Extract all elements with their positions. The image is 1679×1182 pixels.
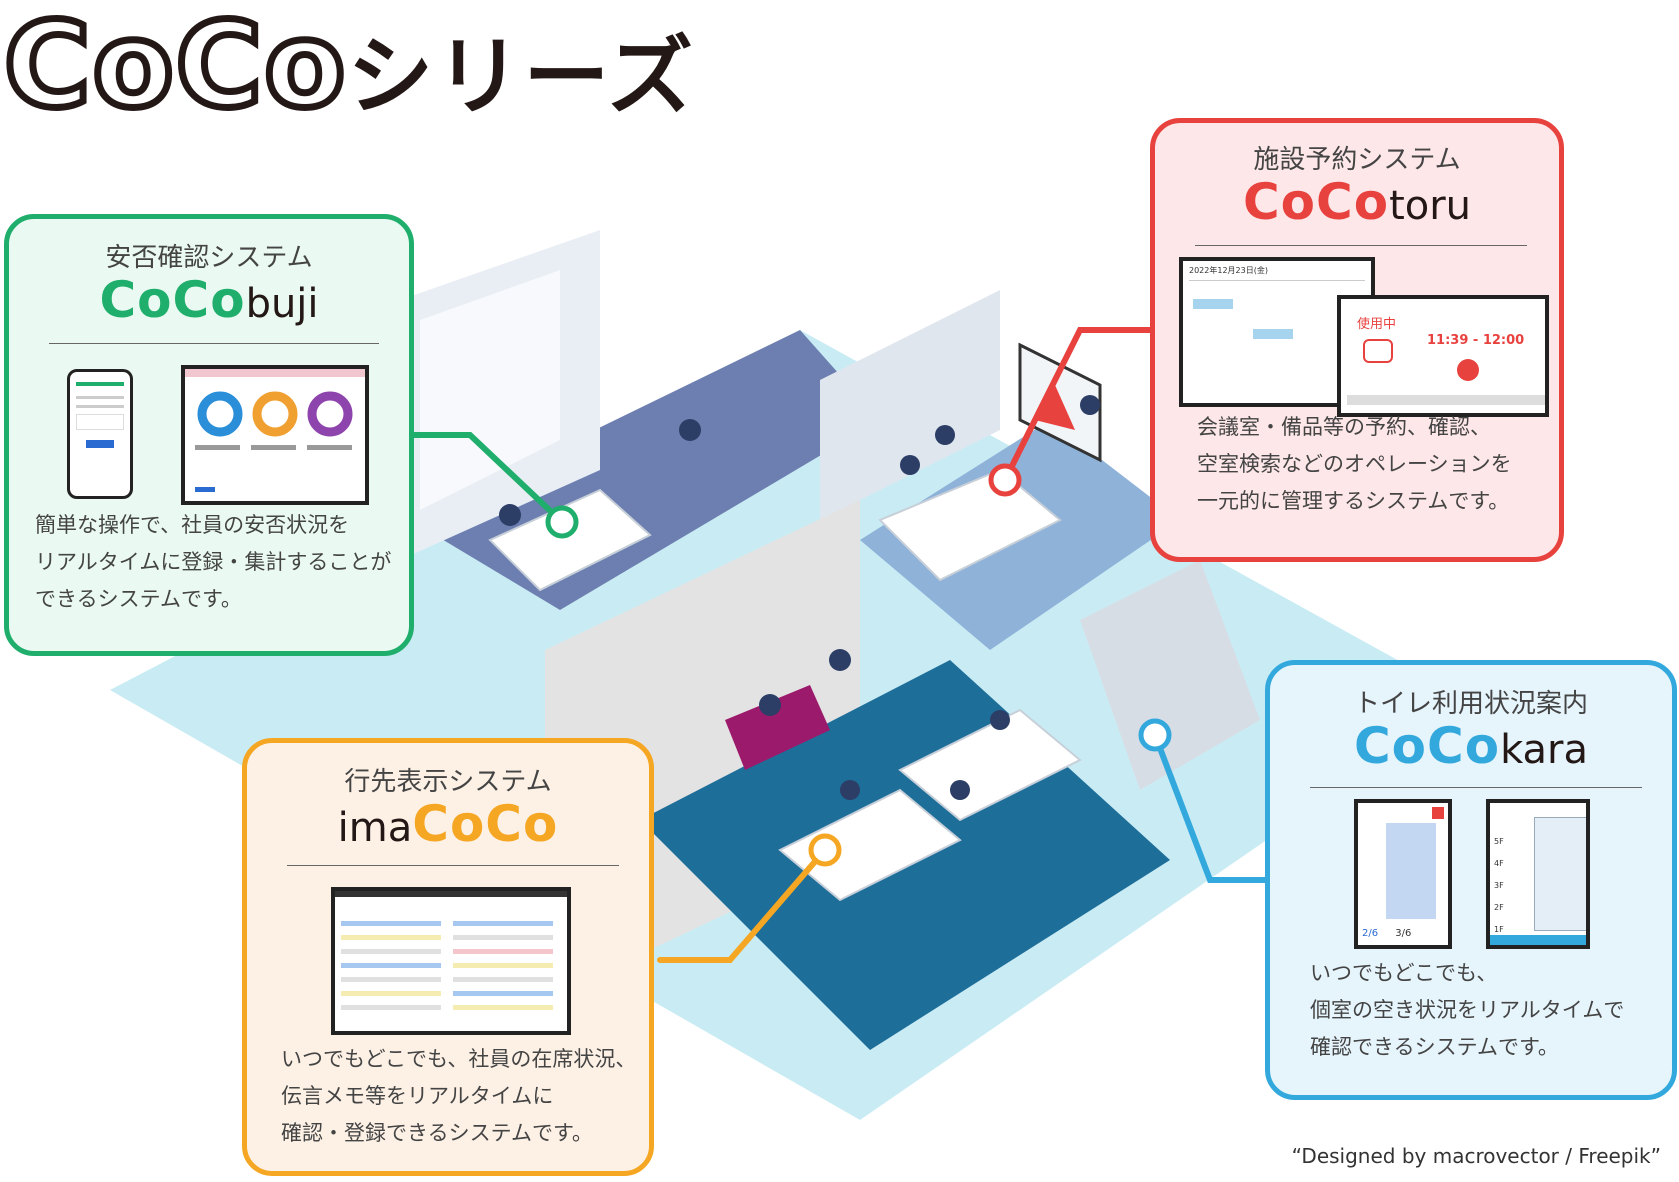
- card-imacoco-divider: [287, 865, 619, 866]
- desc-line: リアルタイムに登録・集計することが: [35, 550, 392, 574]
- floor-label: 3F: [1494, 881, 1504, 890]
- toru-end-button[interactable]: [1457, 359, 1479, 381]
- kara-floor-screenshot: 5F 4F 3F 2F 1F: [1486, 799, 1590, 949]
- kara-count-a: 2/6: [1362, 928, 1379, 939]
- brand-coco: CoCo: [1353, 717, 1501, 775]
- coco-series-logo: CoCoシリーズ: [0, 3, 696, 131]
- card-kara-title: トイレ利用状況案内: [1353, 689, 1588, 719]
- kara-count-b: 3/6: [1395, 928, 1412, 939]
- room-restroom: [1080, 560, 1260, 790]
- card-imacoco-brand: imaCoCo: [247, 795, 649, 853]
- hotspot-toru: [988, 463, 1022, 497]
- toru-status-label: 使用中: [1357, 317, 1397, 332]
- desks: [488, 468, 1082, 902]
- desc-line: 一元的に管理するシステムです。: [1197, 489, 1510, 513]
- connector-buji: [407, 432, 563, 523]
- card-coco-toru: 施設予約システム CoCotoru 2022年12月23日(金) 使用中 11:…: [1150, 118, 1564, 562]
- brand-coco: CoCo: [1242, 173, 1390, 231]
- brand-suffix: buji: [245, 281, 319, 327]
- desc-line: 確認できるシステムです。: [1310, 1035, 1559, 1059]
- card-imacoco-title: 行先表示システム: [344, 767, 552, 797]
- desc-line: いつでもどこでも、: [1310, 961, 1498, 985]
- desc-line: 個室の空き状況をリアルタイムで: [1310, 998, 1625, 1022]
- card-toru-description: 会議室・備品等の予約、確認、 空室検索などのオペレーションを 一元的に管理するシ…: [1197, 409, 1512, 520]
- connector-toru: [1002, 327, 1168, 483]
- whiteboard-chart: [1035, 385, 1075, 430]
- brand-coco: CoCo: [99, 271, 246, 329]
- toru-status-time: 11:39 - 12:00: [1427, 333, 1525, 348]
- desc-line: 伝言メモ等をリアルタイムに: [281, 1084, 554, 1108]
- toru-meeting-icon: [1363, 339, 1393, 363]
- card-buji-title: 安否確認システム: [105, 243, 313, 273]
- logo-series-text: シリーズ: [347, 27, 696, 127]
- desc-line: 確認・登録できるシステムです。: [281, 1121, 593, 1145]
- floor-label: 5F: [1494, 837, 1504, 846]
- card-buji-description: 簡単な操作で、社員の安否状況を リアルタイムに登録・集計することが できるシステ…: [35, 507, 391, 618]
- card-imacoco: 行先表示システム imaCoCo いつでもどこでも、社員の在席状況、 伝言メモ等…: [242, 738, 654, 1176]
- floor-label: 2F: [1494, 903, 1504, 912]
- brand-coco: CoCo: [412, 795, 559, 853]
- card-coco-buji: 安否確認システム CoCobuji 簡単な操作で、社員の安否状況を リアルタイム…: [4, 214, 414, 656]
- hotspot-buji: [545, 505, 579, 539]
- brand-prefix: ima: [337, 805, 413, 851]
- desc-line: 空室検索などのオペレーションを: [1197, 452, 1512, 476]
- toru-room-status-screenshot: 使用中 11:39 - 12:00: [1337, 295, 1549, 417]
- room-left-window: [420, 270, 560, 510]
- sofa: [725, 685, 830, 770]
- card-toru-divider: [1195, 245, 1527, 246]
- floor-label: 4F: [1494, 859, 1504, 868]
- desc-line: 簡単な操作で、社員の安否状況を: [35, 513, 350, 537]
- buji-pc-screenshot: [181, 365, 369, 505]
- connector-imacoco: [657, 847, 828, 963]
- buji-phone-screenshot: [67, 369, 133, 499]
- desc-line: できるシステムです。: [35, 587, 242, 611]
- card-kara-brand: CoCokara: [1270, 717, 1672, 775]
- brand-suffix: toru: [1389, 183, 1472, 229]
- buji-donut-charts: [185, 369, 365, 492]
- brand-suffix: kara: [1500, 727, 1589, 773]
- card-kara-description: いつでもどこでも、 個室の空き状況をリアルタイムで 確認できるシステムです。: [1310, 955, 1624, 1066]
- people: [499, 395, 1100, 800]
- card-buji-brand: CoCobuji: [9, 271, 409, 329]
- card-toru-title: 施設予約システム: [1253, 145, 1461, 175]
- card-coco-kara: トイレ利用状況案内 CoCokara 2/6 3/6 5F 4F 3F 2F 1…: [1265, 660, 1677, 1100]
- room-meeting-wall: [820, 290, 1000, 520]
- kara-restroom-screenshot: 2/6 3/6: [1354, 799, 1452, 949]
- desc-line: 会議室・備品等の予約、確認、: [1197, 415, 1491, 439]
- image-credit: “Designed by macrovector / Freepik”: [1291, 1144, 1661, 1168]
- logo-coco-text: CoCo: [0, 0, 348, 134]
- connector-kara: [1152, 732, 1273, 883]
- imacoco-list-screenshot: [331, 887, 571, 1035]
- card-buji-divider: [49, 343, 379, 344]
- hotspot-kara: [1138, 718, 1172, 752]
- building-icon: [1534, 817, 1586, 931]
- card-toru-brand: CoCotoru: [1155, 173, 1559, 231]
- card-imacoco-description: いつでもどこでも、社員の在席状況、 伝言メモ等をリアルタイムに 確認・登録できる…: [281, 1041, 636, 1152]
- imacoco-table-preview: [335, 891, 567, 1010]
- desc-line: いつでもどこでも、社員の在席状況、: [281, 1047, 637, 1071]
- toru-calendar-date: 2022年12月23日(金): [1189, 266, 1268, 275]
- floor-label: 1F: [1494, 925, 1504, 934]
- card-kara-divider: [1310, 787, 1642, 788]
- hotspot-imacoco: [808, 833, 842, 867]
